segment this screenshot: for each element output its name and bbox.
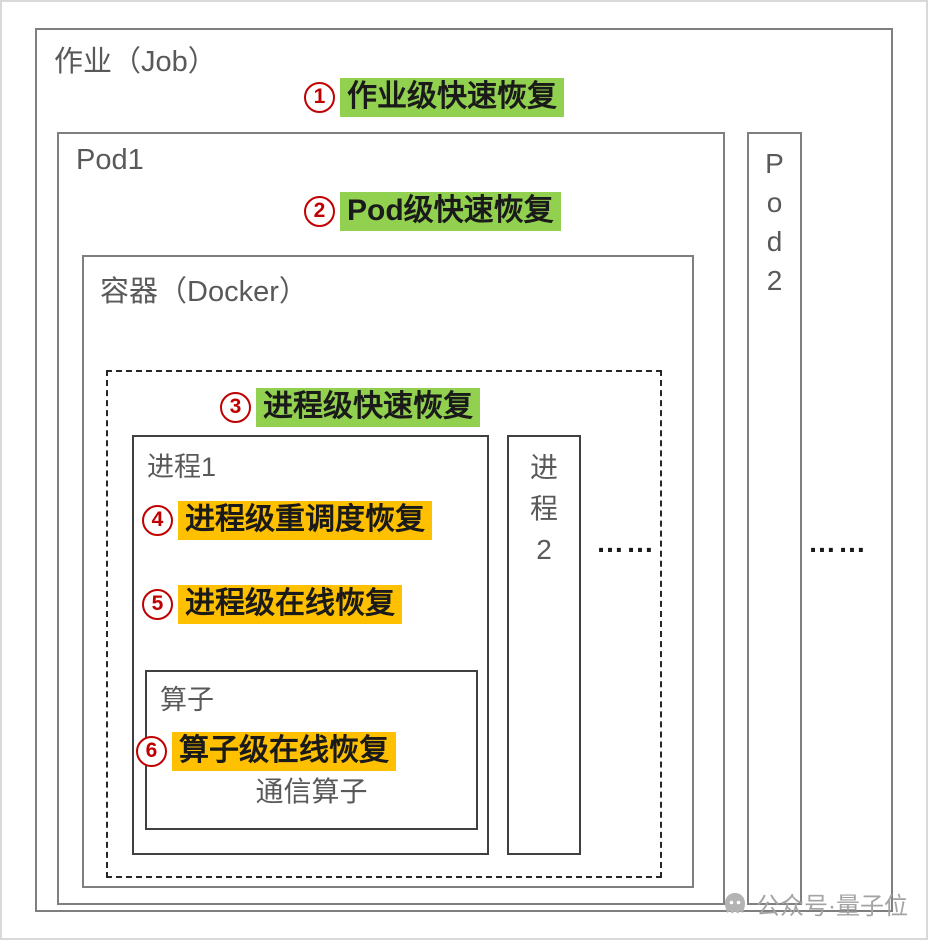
pod2-box: [747, 132, 802, 905]
job-recovery-label: 作业级快速恢复: [340, 78, 564, 117]
pod1-title: Pod1: [76, 144, 144, 176]
process1-title: 进程1: [147, 452, 217, 482]
process-group-box: [106, 370, 662, 878]
circled-number-4: 4: [142, 504, 173, 536]
ellipsis-more-pods: ……: [808, 527, 868, 558]
process2-title: 进 程 2: [529, 452, 558, 565]
circled-number-1: 1: [304, 81, 335, 113]
job-title: 作业（Job）: [54, 46, 217, 78]
qbitai-logo-icon: [722, 891, 748, 917]
circled-number-2: 2: [304, 195, 335, 227]
pod-recovery-label: Pod级快速恢复: [340, 192, 561, 231]
operator-title: 算子: [160, 685, 214, 715]
process2-box: [507, 435, 581, 855]
recovery-job-level: 1 作业级快速恢复: [304, 78, 564, 117]
recovery-pod-level: 2 Pod级快速恢复: [304, 192, 561, 231]
process-reschedule-label: 进程级重调度恢复: [178, 501, 432, 540]
watermark-text: 公众号·量子位: [756, 893, 908, 920]
watermark: 公众号·量子位: [722, 886, 908, 921]
comm-operator-label: 通信算子: [255, 776, 368, 807]
circled-number-3: 3: [220, 391, 251, 423]
process-recovery-label: 进程级快速恢复: [256, 388, 480, 427]
recovery-operator-online: 6 算子级在线恢复: [136, 732, 396, 771]
operator-online-label: 算子级在线恢复: [172, 732, 396, 771]
recovery-process-reschedule: 4 进程级重调度恢复: [142, 501, 432, 540]
ellipsis-more-processes: ……: [596, 527, 656, 558]
circled-number-5: 5: [142, 588, 173, 620]
recovery-process-online: 5 进程级在线恢复: [142, 585, 402, 624]
recovery-process-level: 3 进程级快速恢复: [220, 388, 480, 427]
container-title: 容器（Docker）: [100, 276, 308, 308]
pod2-title: P o d 2: [765, 148, 784, 296]
process-online-label: 进程级在线恢复: [178, 585, 402, 624]
circled-number-6: 6: [136, 735, 167, 767]
